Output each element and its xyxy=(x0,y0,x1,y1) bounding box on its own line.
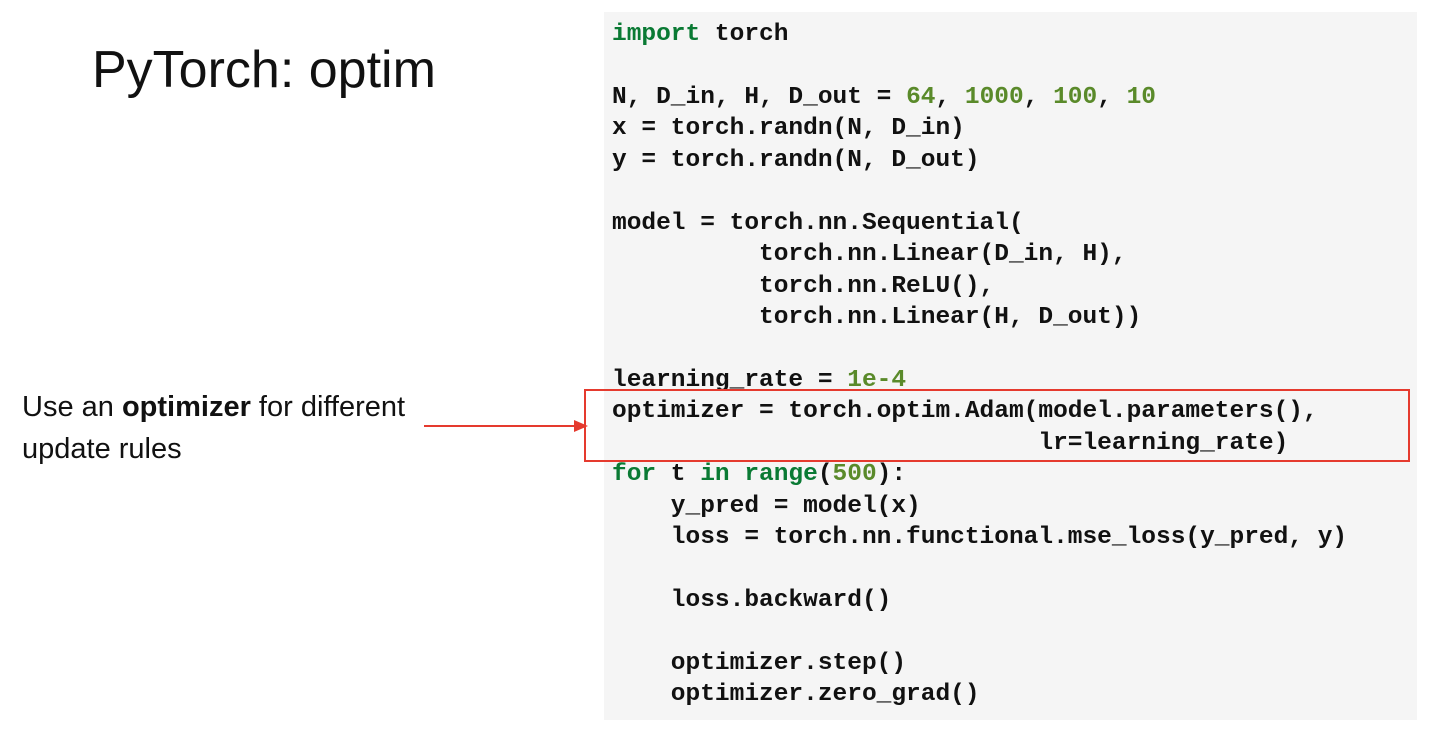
code-token: torch xyxy=(700,21,789,48)
annotation-suffix: for different update rules xyxy=(22,391,406,465)
code-number: 10 xyxy=(1126,83,1157,111)
code-line xyxy=(612,333,1347,364)
code-line xyxy=(612,553,1347,584)
code-token: optimizer = torch.optim.Adam(model.param… xyxy=(612,398,1318,426)
code-token: torch.nn.ReLU(), xyxy=(612,272,995,300)
code-token: optimizer.step() xyxy=(612,649,907,677)
code-token: t xyxy=(656,461,701,489)
code-line: import torch xyxy=(612,19,1347,50)
code-panel xyxy=(604,12,1417,720)
code-token: N, D_in, H, D_out = xyxy=(612,83,907,111)
code-token: x = torch.randn(N, D_in) xyxy=(612,115,965,143)
code-keyword: range xyxy=(744,461,818,489)
annotation-text: Use an optimizer for different update ru… xyxy=(22,386,422,470)
code-token: loss = torch.nn.functional.mse_loss(y_pr… xyxy=(612,524,1348,551)
code-line: y_pred = model(x) xyxy=(612,491,1347,522)
code-token: lr=learning_rate) xyxy=(612,429,1289,457)
code-line: torch.nn.ReLU(), xyxy=(612,271,1347,302)
code-token: ( xyxy=(817,461,833,489)
code-line: model = torch.nn.Sequential( xyxy=(612,208,1347,239)
code-line xyxy=(612,176,1347,207)
code-token: , xyxy=(1023,83,1054,111)
code-token: optimizer.zero_grad() xyxy=(612,681,980,709)
code-keyword: import xyxy=(612,21,701,48)
code-token: y = torch.randn(N, D_out) xyxy=(612,146,980,174)
code-token: , xyxy=(935,83,965,111)
code-token: y_pred = model(x) xyxy=(612,492,921,520)
code-keyword: for xyxy=(612,461,657,489)
code-token: torch.nn.Linear(D_in, H), xyxy=(612,241,1127,269)
code-line: N, D_in, H, D_out = 64, 1000, 100, 10 xyxy=(612,82,1347,113)
code-token: model = torch.nn.Sequential( xyxy=(612,209,1024,237)
code-line: torch.nn.Linear(D_in, H), xyxy=(612,239,1347,270)
code-line: x = torch.randn(N, D_in) xyxy=(612,113,1347,144)
code-token: ): xyxy=(876,461,907,489)
code-token: torch.nn.Linear(H, D_out)) xyxy=(612,303,1142,331)
code-line xyxy=(612,50,1347,81)
code-line: y = torch.randn(N, D_out) xyxy=(612,145,1347,176)
code-line xyxy=(612,616,1347,647)
code-token xyxy=(730,461,745,488)
code-number: 64 xyxy=(906,83,936,111)
code-line: optimizer.step() xyxy=(612,648,1347,679)
annotation-prefix: Use an xyxy=(22,391,122,423)
code-line: optimizer = torch.optim.Adam(model.param… xyxy=(612,396,1347,427)
code-block: import torch N, D_in, H, D_out = 64, 100… xyxy=(612,19,1347,711)
code-number: 500 xyxy=(832,461,877,489)
annotation-bold-term: optimizer xyxy=(121,391,251,423)
code-line: for t in range(500): xyxy=(612,459,1347,490)
code-line: loss.backward() xyxy=(612,585,1347,616)
code-number: 100 xyxy=(1053,83,1098,111)
arrow-icon xyxy=(424,420,588,432)
code-line: lr=learning_rate) xyxy=(612,428,1347,459)
code-keyword: in xyxy=(700,461,730,489)
code-line: optimizer.zero_grad() xyxy=(612,679,1347,710)
optimizer-highlight-box xyxy=(584,389,1410,462)
code-line: loss = torch.nn.functional.mse_loss(y_pr… xyxy=(612,522,1347,553)
code-token: loss.backward() xyxy=(612,586,892,614)
code-line: torch.nn.Linear(H, D_out)) xyxy=(612,302,1347,333)
slide-title: PyTorch: optim xyxy=(92,41,436,99)
code-token: , xyxy=(1097,83,1127,111)
code-number: 1000 xyxy=(964,83,1024,111)
